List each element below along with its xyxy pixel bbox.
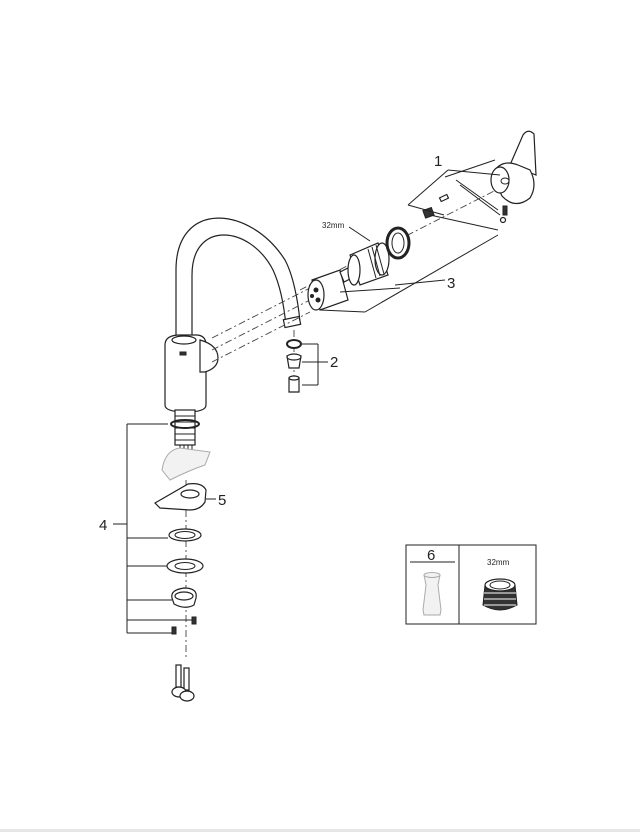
inset-dimension-label: 32mm [487, 558, 510, 567]
adapter-nut [422, 193, 450, 219]
callout-2: 2 [330, 354, 338, 371]
footer-bar [0, 829, 640, 832]
spare-parts-inset: 6 32mm [405, 544, 537, 625]
lever-handle [490, 130, 537, 224]
aerator-parts [286, 339, 302, 393]
callout-3: 3 [447, 275, 455, 292]
callout-1: 1 [434, 153, 442, 170]
inset-callout-6: 6 [427, 547, 435, 564]
bonnet-32mm-icon [482, 578, 518, 611]
threaded-bonnet [347, 242, 390, 286]
cartridge-part [307, 267, 353, 311]
lock-ring [385, 226, 411, 260]
faucet-body [161, 217, 302, 481]
callout-4: 4 [99, 517, 107, 534]
mounting-kit [154, 483, 207, 702]
callout-5: 5 [218, 492, 226, 509]
callout-leaders [113, 159, 501, 634]
spindle-extension-icon [422, 572, 442, 616]
dimension-label: 32mm [322, 221, 345, 230]
